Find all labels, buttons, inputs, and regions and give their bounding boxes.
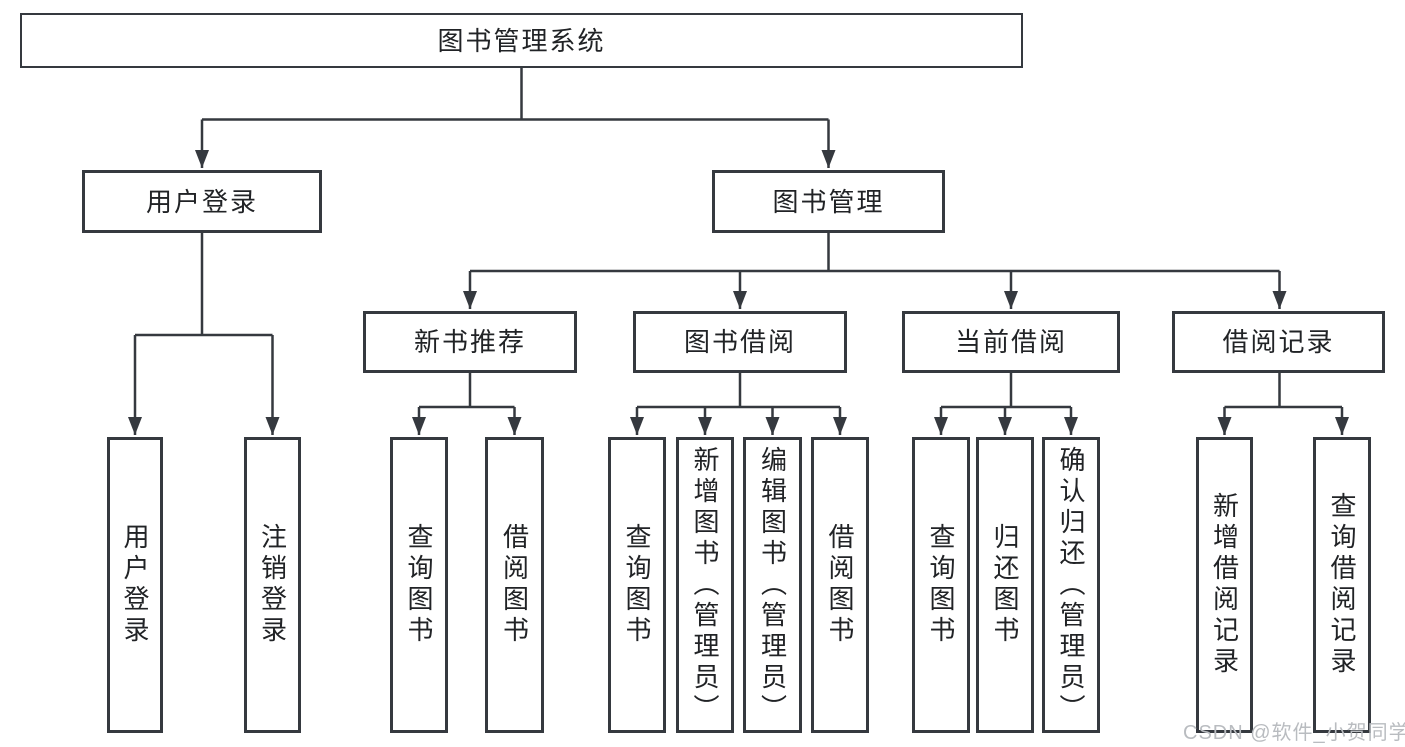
leaf-logout-label: 注销登录 [257,523,288,647]
leaf-logout: 注销登录 [244,437,301,733]
leaf-return-book-label: 归还图书 [990,523,1020,647]
leaf-query-borrow-record-label: 查询借阅记录 [1327,492,1357,678]
leaf-edit-book-admin-label: 编辑图书（管理员） [757,445,788,725]
leaf-add-borrow-record: 新增借阅记录 [1196,437,1253,733]
node-book-management: 图书管理 [712,170,945,233]
connector-trunks [135,68,1342,409]
leaf-add-book-admin: 新增图书（管理员） [676,437,734,733]
leaf-user-login-label: 用户登录 [120,523,150,647]
node-user-login: 用户登录 [82,170,322,233]
node-borrow-record: 借阅记录 [1172,311,1385,373]
leaf-query-book-current: 查询图书 [912,437,970,733]
leaf-borrow-book-recommend-label: 借阅图书 [499,523,530,647]
leaf-borrow-book-borrow: 借阅图书 [811,437,869,733]
leaf-query-book-current-label: 查询图书 [926,523,956,647]
leaf-confirm-return-admin-label: 确认归还（管理员） [1056,445,1086,725]
node-borrow-record-label: 借阅记录 [1222,327,1335,357]
leaf-confirm-return-admin: 确认归还（管理员） [1042,437,1100,733]
node-current-borrow-label: 当前借阅 [954,327,1067,357]
leaf-add-borrow-record-label: 新增借阅记录 [1209,492,1240,678]
node-book-management-label: 图书管理 [772,186,885,217]
node-root-system: 图书管理系统 [20,13,1023,68]
leaf-add-book-admin-label: 新增图书（管理员） [690,445,720,725]
leaf-borrow-book-recommend: 借阅图书 [485,437,544,733]
node-user-login-label: 用户登录 [145,186,258,217]
leaf-edit-book-admin: 编辑图书（管理员） [743,437,802,733]
leaf-user-login: 用户登录 [107,437,163,733]
leaf-query-book-recommend: 查询图书 [390,437,448,733]
node-book-borrow-label: 图书借阅 [683,327,796,357]
node-book-borrow: 图书借阅 [633,311,847,373]
leaf-query-book-recommend-label: 查询图书 [404,523,434,647]
leaf-borrow-book-borrow-label: 借阅图书 [825,523,855,647]
node-root-label: 图书管理系统 [437,25,606,56]
node-new-book-recommend-label: 新书推荐 [413,327,526,357]
node-new-book-recommend: 新书推荐 [363,311,577,373]
leaf-return-book: 归还图书 [976,437,1034,733]
leaf-query-book-borrow: 查询图书 [608,437,666,733]
csdn-watermark: CSDN @软件_小贺同学 [1183,722,1405,744]
leaf-query-book-borrow-label: 查询图书 [622,523,652,647]
node-current-borrow: 当前借阅 [902,311,1120,373]
leaf-query-borrow-record: 查询借阅记录 [1313,437,1371,733]
